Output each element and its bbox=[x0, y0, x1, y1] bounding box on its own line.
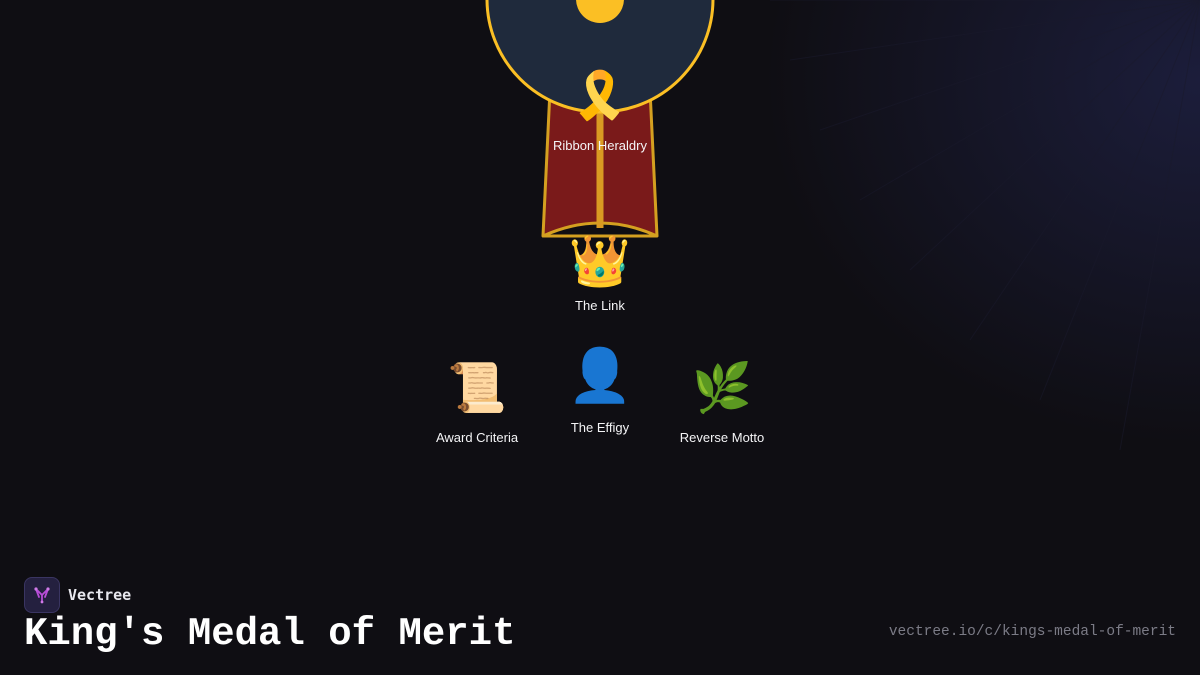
vectree-branch-icon bbox=[24, 577, 60, 613]
node-label: Award Criteria bbox=[435, 430, 519, 445]
scroll-icon: 📜 bbox=[447, 360, 507, 416]
node-ribbon-heraldry[interactable]: 🎗️ Ribbon Heraldry bbox=[553, 72, 647, 153]
node-the-effigy[interactable]: 👤 The Effigy bbox=[568, 350, 633, 435]
herb-icon: 🌿 bbox=[692, 360, 752, 416]
page-url[interactable]: vectree.io/c/kings-medal-of-merit bbox=[888, 624, 1176, 640]
medal-disc bbox=[485, 0, 715, 114]
node-the-link[interactable]: 👑 The Link bbox=[569, 236, 631, 313]
ribbon-icon: 🎗️ bbox=[571, 68, 629, 122]
node-award-criteria[interactable]: 📜 Award Criteria bbox=[436, 364, 518, 445]
node-label: Ribbon Heraldry bbox=[553, 138, 647, 153]
crown-icon: 👑 bbox=[568, 232, 632, 290]
brand[interactable]: Vectree bbox=[24, 577, 131, 613]
node-label: Reverse Motto bbox=[679, 430, 765, 445]
medal-boss bbox=[576, 0, 624, 23]
page-title: King's Medal of Merit bbox=[24, 612, 516, 656]
bust-silhouette-icon: 👤 bbox=[567, 346, 633, 406]
brand-name: Vectree bbox=[68, 586, 132, 604]
node-label: The Link bbox=[575, 298, 625, 313]
node-label: The Effigy bbox=[570, 420, 630, 435]
node-reverse-motto[interactable]: 🌿 Reverse Motto bbox=[680, 364, 765, 445]
ribbon-shape bbox=[541, 88, 659, 238]
